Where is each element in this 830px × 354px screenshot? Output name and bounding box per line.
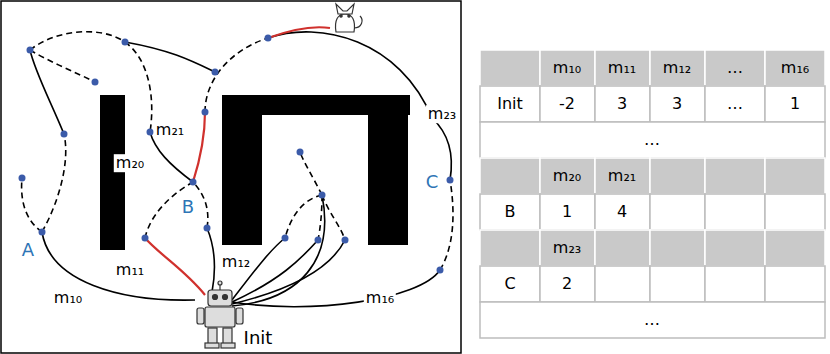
table-cell <box>595 86 650 122</box>
motion-label: m₂₃ <box>426 105 458 123</box>
table-cell-text: m₂₁ <box>608 167 636 185</box>
motion-label: m₁₁ <box>114 261 146 279</box>
table-cell <box>650 50 705 86</box>
table-cell <box>705 50 765 86</box>
motion-label: m₁₀ <box>52 289 84 307</box>
table-cell-text: 1 <box>562 203 572 221</box>
table-cell <box>650 230 705 266</box>
waypoint-label: C <box>424 172 441 192</box>
table-cell-text: … <box>727 95 743 113</box>
table-cell <box>480 86 540 122</box>
table-cell <box>705 86 765 122</box>
table-cell-text: … <box>644 131 660 149</box>
table-cell-text: … <box>644 311 660 329</box>
table-cell <box>540 158 595 194</box>
table-cell-text: 2 <box>562 275 572 293</box>
start-label: Init <box>242 328 275 348</box>
table-cell <box>705 230 765 266</box>
table-cell-text: m₁₀ <box>553 59 581 77</box>
table-cell-text: Init <box>497 95 523 113</box>
table-cell <box>480 266 540 302</box>
motion-label: m₂₁ <box>154 121 186 139</box>
table-cell-text: … <box>727 59 743 77</box>
table-cell <box>595 266 650 302</box>
table-cell-text: 4 <box>617 203 627 221</box>
motion-label: m₁₆ <box>364 289 396 307</box>
table-cell <box>765 194 825 230</box>
table-cell-text: m₁₆ <box>781 59 809 77</box>
table-cell-text: m₂₃ <box>553 239 581 257</box>
table-cell <box>540 230 595 266</box>
table-cell <box>650 266 705 302</box>
table-cell-text: 3 <box>672 95 682 113</box>
table-cell <box>765 50 825 86</box>
motion-label: m₁₂ <box>220 253 252 271</box>
table-cell <box>765 266 825 302</box>
waypoint-label: B <box>180 197 196 217</box>
table-cell <box>480 122 825 158</box>
table-cell <box>595 50 650 86</box>
table-cell <box>705 158 765 194</box>
table-cell <box>540 194 595 230</box>
table-cell <box>705 266 765 302</box>
table-cell-text: 3 <box>617 95 627 113</box>
table-cell <box>480 302 825 338</box>
table-cell <box>540 86 595 122</box>
table-cell <box>650 158 705 194</box>
table-cell <box>540 266 595 302</box>
table-cell <box>765 86 825 122</box>
waypoint-label: A <box>20 240 36 260</box>
table-cell-text: m₁₂ <box>663 59 691 77</box>
table-cell <box>765 158 825 194</box>
table-cell <box>650 194 705 230</box>
table-cell <box>480 50 540 86</box>
table-cell <box>650 86 705 122</box>
table-cell <box>765 230 825 266</box>
table-cell <box>595 230 650 266</box>
table-cell-text: m₂₀ <box>553 167 581 185</box>
table-cell-text: -2 <box>559 95 575 113</box>
table-cell-text: C <box>504 275 515 293</box>
table-cell-text: 1 <box>790 95 800 113</box>
table-cell <box>595 158 650 194</box>
table-cell <box>480 158 540 194</box>
motion-label: m₂₀ <box>114 154 146 172</box>
table-cell <box>540 50 595 86</box>
table-cell <box>480 194 540 230</box>
table-cell <box>480 230 540 266</box>
table-cell <box>595 194 650 230</box>
table-cell-text: B <box>505 203 516 221</box>
table-cell-text: m₁₁ <box>608 59 636 77</box>
table-cell <box>705 194 765 230</box>
